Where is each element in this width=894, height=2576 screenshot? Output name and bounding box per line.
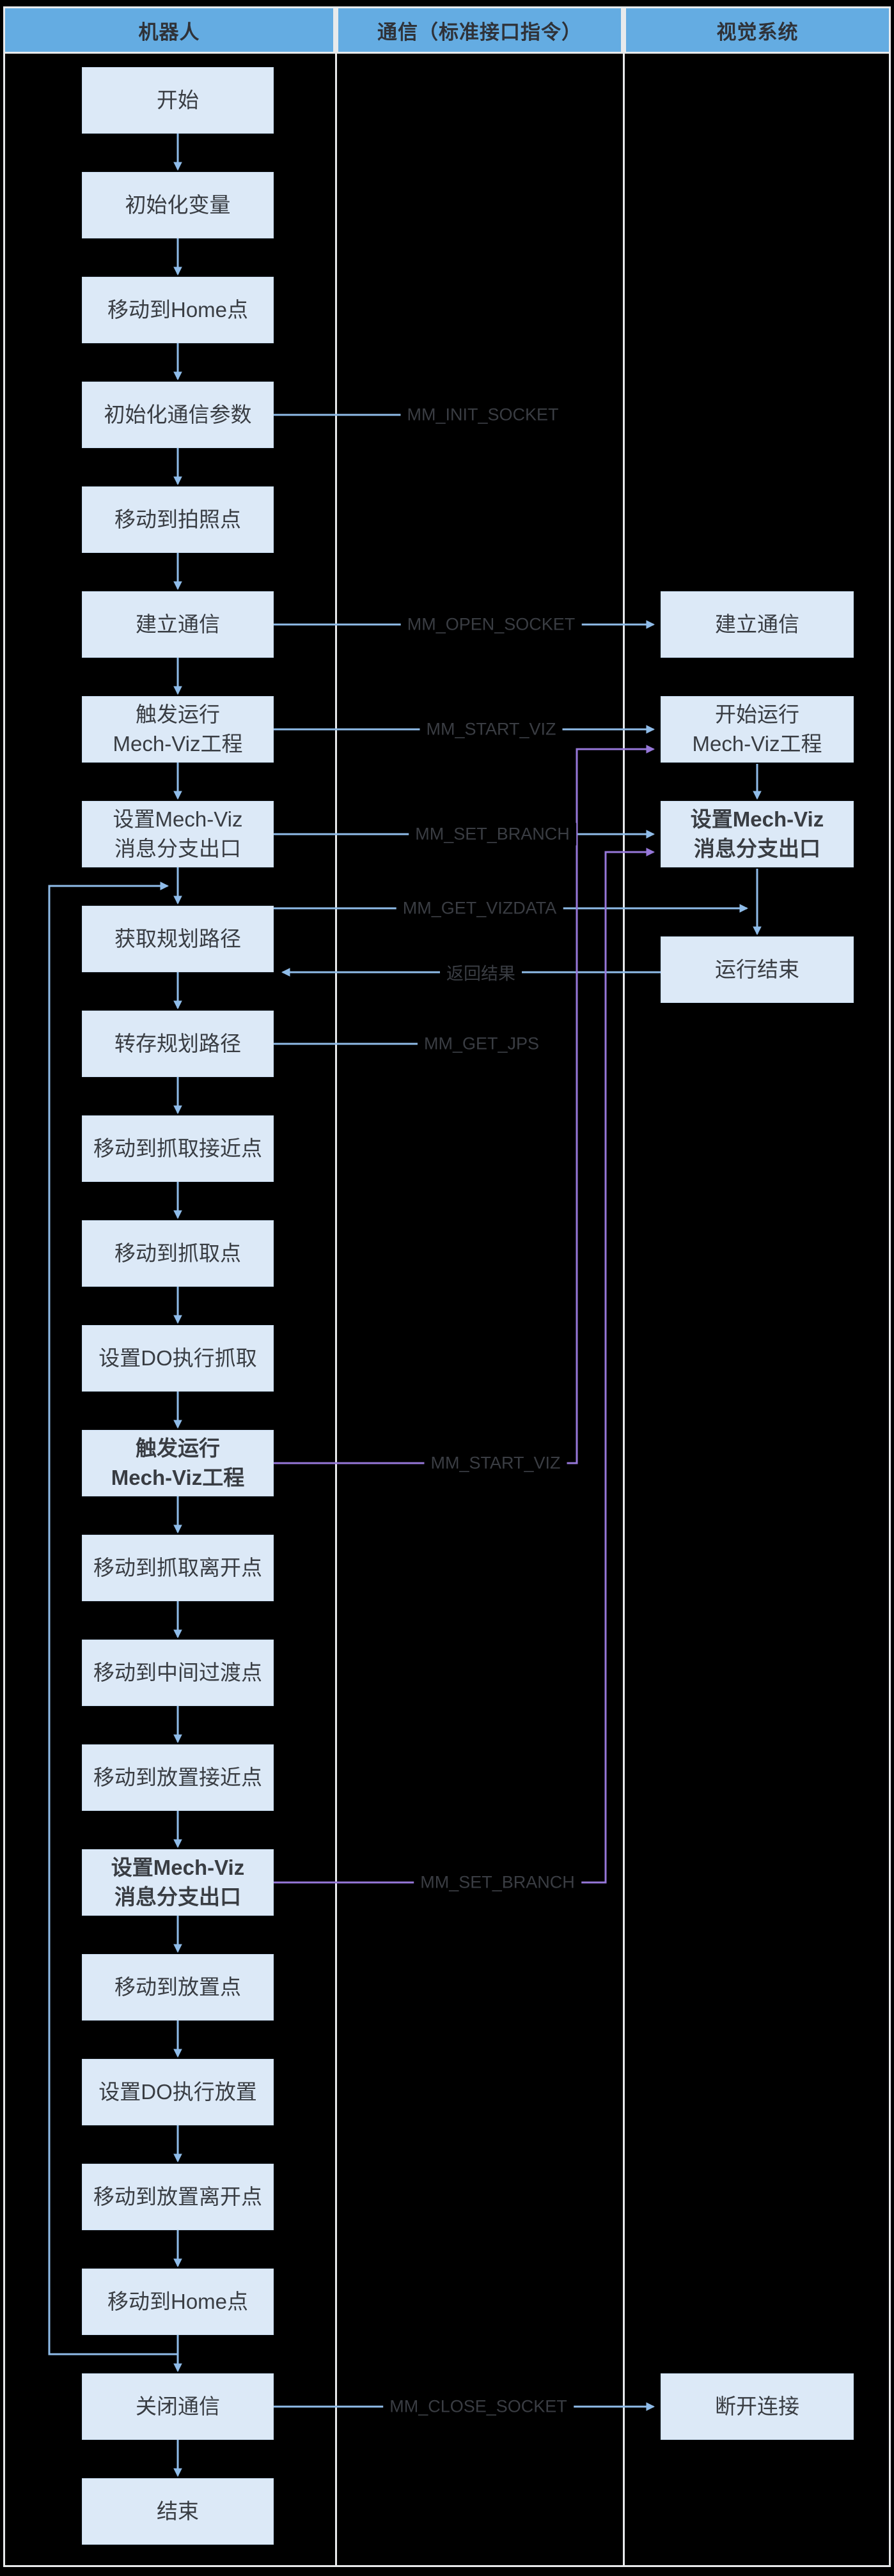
robot-step: 结束 (82, 2478, 274, 2545)
command-label: MM_START_VIZ (424, 1452, 567, 1475)
vision-step: 设置Mech-Viz 消息分支出口 (661, 801, 854, 867)
header-cell-robot: 机器人 (5, 8, 333, 52)
header-cell-vision: 视觉系统 (626, 8, 889, 52)
command-label: MM_SET_BRANCH (409, 823, 576, 846)
robot-step: 触发运行 Mech-Viz工程 (82, 1430, 274, 1496)
robot-step: 关闭通信 (82, 2373, 274, 2440)
robot-step: 设置Mech-Viz 消息分支出口 (82, 1849, 274, 1916)
robot-step: 设置DO执行抓取 (82, 1325, 274, 1392)
command-label: MM_GET_VIZDATA (396, 897, 563, 920)
vision-step: 运行结束 (661, 936, 854, 1003)
robot-step: 触发运行 Mech-Viz工程 (82, 696, 274, 763)
command-label: MM_OPEN_SOCKET (400, 613, 582, 636)
robot-step: 移动到中间过渡点 (82, 1640, 274, 1706)
robot-step: 移动到Home点 (82, 277, 274, 343)
robot-step: 移动到Home点 (82, 2269, 274, 2335)
command-label: MM_GET_JPS (417, 1032, 546, 1055)
robot-step: 移动到放置点 (82, 1954, 274, 2021)
robot-step: 移动到抓取接近点 (82, 1115, 274, 1182)
robot-step: 获取规划路径 (82, 906, 274, 972)
robot-step: 建立通信 (82, 591, 274, 658)
robot-step: 移动到抓取点 (82, 1220, 274, 1287)
robot-step: 移动到放置接近点 (82, 1744, 274, 1811)
vision-step: 建立通信 (661, 591, 854, 658)
vision-step: 开始运行 Mech-Viz工程 (661, 696, 854, 763)
column-divider (335, 54, 337, 2565)
column-divider (623, 54, 625, 2565)
header-cell-communication: 通信（标准接口指令） (338, 8, 621, 52)
command-label: MM_SET_BRANCH (414, 1871, 581, 1894)
robot-step: 移动到抓取离开点 (82, 1535, 274, 1601)
robot-step: 移动到拍照点 (82, 486, 274, 553)
command-label: 返回结果 (440, 958, 522, 986)
robot-step: 移动到放置离开点 (82, 2164, 274, 2230)
robot-step: 设置Mech-Viz 消息分支出口 (82, 801, 274, 867)
loop-back-arrow (48, 881, 178, 2355)
robot-step: 设置DO执行放置 (82, 2059, 274, 2125)
robot-step: 开始 (82, 67, 274, 134)
command-label: MM_START_VIZ (420, 718, 563, 741)
command-label: MM_CLOSE_SOCKET (383, 2395, 574, 2418)
robot-step: 初始化变量 (82, 172, 274, 238)
vision-step: 断开连接 (661, 2373, 854, 2440)
command-label: MM_INIT_SOCKET (400, 403, 565, 426)
robot-step: 转存规划路径 (82, 1011, 274, 1077)
robot-step: 初始化通信参数 (82, 382, 274, 448)
